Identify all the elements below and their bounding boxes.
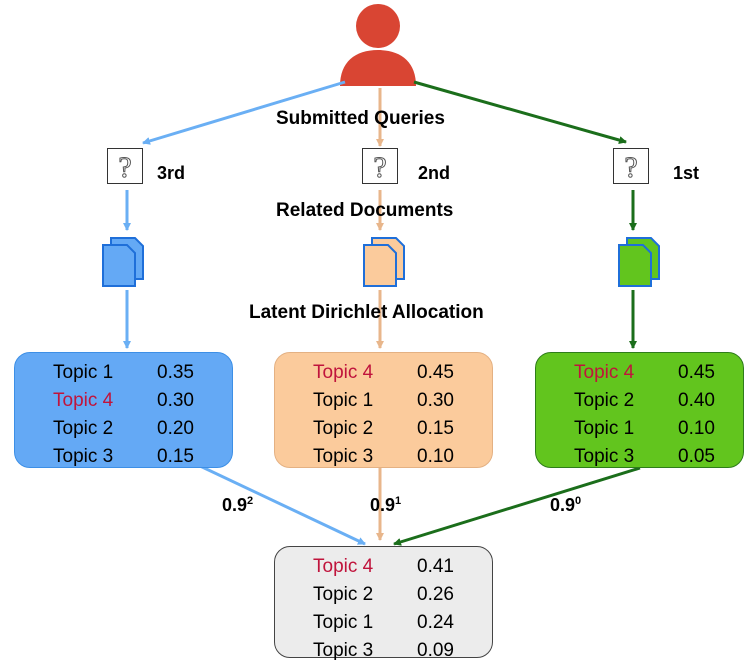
question-icon: ? xyxy=(107,148,143,185)
topic-row: Topic 4 0.45 xyxy=(536,359,743,387)
topic-name: Topic 2 xyxy=(313,418,374,439)
topic-probability: 0.15 xyxy=(157,446,194,467)
topic-row: Topic 3 0.09 xyxy=(275,637,492,665)
svg-text:?: ? xyxy=(624,151,637,183)
topic-probability: 0.30 xyxy=(157,390,194,411)
topic-name: Topic 3 xyxy=(574,446,635,467)
topic-name: Topic 1 xyxy=(313,612,374,633)
related-documents-label: Related Documents xyxy=(276,200,454,221)
question-icon: ? xyxy=(362,148,398,185)
arrow-user-to-query-1st xyxy=(413,80,627,144)
query-order-label: 2nd xyxy=(418,163,451,183)
topic-probability: 0.45 xyxy=(417,362,454,383)
topic-name: Topic 2 xyxy=(574,390,635,411)
topic-name: Topic 2 xyxy=(313,584,374,605)
query-order-label: 3rd xyxy=(157,163,186,183)
svg-text:?: ? xyxy=(118,151,131,183)
topic-row: Topic 2 0.15 xyxy=(275,415,492,443)
topic-name: Topic 3 xyxy=(53,446,114,467)
user-icon xyxy=(340,4,416,86)
lda-label: Latent Dirichlet Allocation xyxy=(249,302,484,323)
documents-icon xyxy=(363,237,405,287)
documents-icon xyxy=(618,237,660,287)
topic-name: Topic 4 xyxy=(313,362,374,383)
topic-name: Topic 1 xyxy=(313,390,374,411)
topic-name: Topic 2 xyxy=(53,418,114,439)
topic-row: Topic 4 0.45 xyxy=(275,359,492,387)
decay-weight: 0.90 xyxy=(550,495,582,515)
decay-weight: 0.92 xyxy=(222,495,254,515)
topic-probability: 0.09 xyxy=(417,640,454,661)
topic-probability: 0.24 xyxy=(417,612,454,633)
topic-probability: 0.26 xyxy=(417,584,454,605)
topic-probability: 0.10 xyxy=(417,446,454,467)
topic-probability: 0.05 xyxy=(678,446,715,467)
topic-row: Topic 4 0.41 xyxy=(275,553,492,581)
query-order-label: 1st xyxy=(673,163,700,183)
topic-probability: 0.45 xyxy=(678,362,715,383)
topic-probability: 0.35 xyxy=(157,362,194,383)
topic-row: Topic 2 0.26 xyxy=(275,581,492,609)
submitted-queries-label: Submitted Queries xyxy=(276,108,445,129)
topic-row: Topic 3 0.15 xyxy=(15,443,232,471)
arrow-user-to-query-3rd xyxy=(142,80,346,145)
arrow-topics-to-result-3rd xyxy=(199,464,366,546)
topic-row: Topic 1 0.35 xyxy=(15,359,232,387)
topic-name: Topic 4 xyxy=(574,362,635,383)
topic-probability: 0.15 xyxy=(417,418,454,439)
topic-row: Topic 1 0.10 xyxy=(536,415,743,443)
topic-name: Topic 4 xyxy=(313,556,374,577)
topic-name: Topic 4 xyxy=(53,390,114,411)
topic-row: Topic 4 0.30 xyxy=(15,387,232,415)
topic-name: Topic 3 xyxy=(313,446,374,467)
topic-probability: 0.10 xyxy=(678,418,715,439)
svg-text:?: ? xyxy=(373,151,386,183)
topic-row: Topic 2 0.40 xyxy=(536,387,743,415)
topic-row: Topic 3 0.05 xyxy=(536,443,743,471)
topic-name: Topic 3 xyxy=(313,640,374,661)
documents-icon xyxy=(102,237,144,287)
topic-row: Topic 1 0.24 xyxy=(275,609,492,637)
question-icon: ? xyxy=(613,148,649,185)
topic-probability: 0.20 xyxy=(157,418,194,439)
topic-probability: 0.40 xyxy=(678,390,715,411)
topic-probability: 0.41 xyxy=(417,556,454,577)
topic-name: Topic 1 xyxy=(53,362,114,383)
topic-row: Topic 1 0.30 xyxy=(275,387,492,415)
topic-probability: 0.30 xyxy=(417,390,454,411)
topic-name: Topic 1 xyxy=(574,418,635,439)
topic-row: Topic 2 0.20 xyxy=(15,415,232,443)
arrow-topics-to-result-1st xyxy=(393,466,641,546)
decay-weight: 0.91 xyxy=(370,495,402,515)
topic-row: Topic 3 0.10 xyxy=(275,443,492,471)
